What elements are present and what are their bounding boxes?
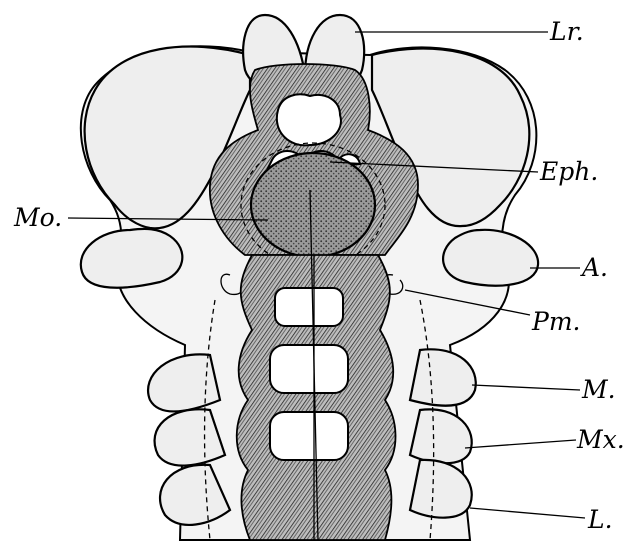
ganglion-gap-2 [270,345,348,393]
label-antenna: A. [580,253,608,282]
ganglion-gap-1 [275,288,343,326]
right-maxilla [410,409,472,463]
leader-maxilla [465,440,576,448]
label-mouth: Mo. [13,203,62,232]
label-labium: L. [587,505,613,534]
label-maxilla: Mx. [576,425,625,454]
label-labrum: Lr. [549,17,584,46]
leader-mandible [472,385,580,390]
ganglion-gap-3 [270,412,348,460]
label-epipharynx: Eph. [539,157,598,186]
leader-labium [470,508,585,518]
left-mandible [148,354,220,411]
right-mandible [410,349,476,405]
epipharynx-opening [277,94,341,145]
right-antenna [443,230,538,286]
mouth [251,153,375,257]
label-mandible: M. [581,375,616,404]
left-antenna [81,229,183,288]
label-premandibular: Pm. [531,307,580,336]
